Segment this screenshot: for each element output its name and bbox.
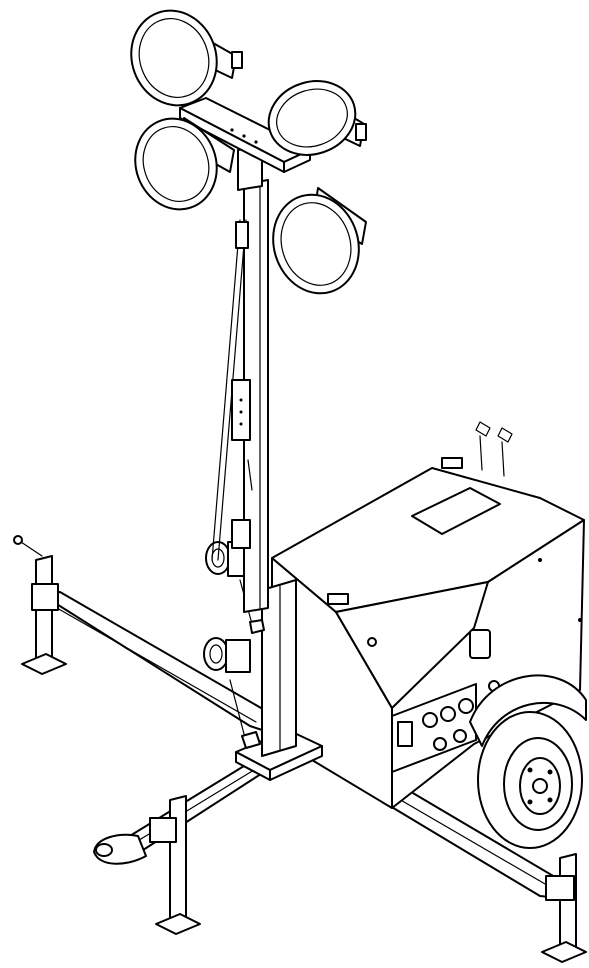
floodlight-bottom-right: [272, 187, 367, 295]
floodlight-top-left: [130, 9, 243, 107]
floodlight-lens-icon: [267, 80, 357, 156]
fuel-gauge-icon: [469, 629, 491, 659]
jack-bracket-icon: [149, 817, 177, 843]
jack-bracket-icon: [31, 583, 59, 611]
jack-bracket-icon: [545, 875, 575, 901]
lifting-eyes: [475, 421, 513, 477]
fender-icon: [469, 674, 587, 747]
front-right-jack: [541, 853, 587, 963]
wheel: [469, 674, 587, 849]
floodlight-bottom-left: [134, 117, 235, 211]
telescopic-mast: [211, 145, 269, 613]
roof-latches: [327, 457, 463, 605]
control-panel: [391, 629, 500, 773]
floodlight-lens-icon: [272, 193, 360, 295]
floodlight-top-right: [267, 80, 367, 156]
winch-drum-icon: [203, 637, 229, 671]
crank-handle-icon: [241, 731, 261, 749]
floodlight-lens-icon: [130, 9, 218, 107]
crank-handle-icon: [249, 619, 265, 634]
front-left-jack: [149, 795, 201, 935]
lower-winch: [203, 637, 261, 749]
rear-left-jack: [13, 535, 67, 675]
floodlight-lens-icon: [134, 117, 218, 211]
mast-base: [235, 579, 323, 781]
